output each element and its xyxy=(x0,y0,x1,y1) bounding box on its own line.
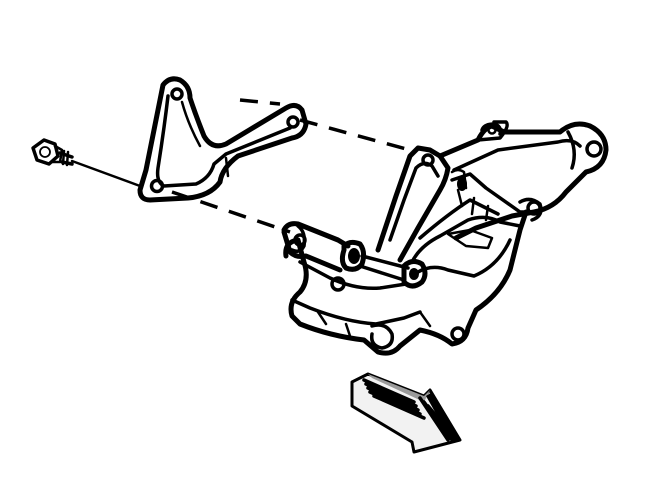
base-lower-boss xyxy=(369,323,395,350)
bracket-outline xyxy=(137,76,309,203)
arrow-shade-band xyxy=(368,374,430,402)
upper-casting-inner xyxy=(452,138,582,172)
tab-detail-left xyxy=(450,168,468,190)
alignment-line-lower xyxy=(171,190,291,234)
bracket-rib xyxy=(180,100,230,178)
bolt-head-face xyxy=(39,146,51,158)
bolt-centerline xyxy=(70,159,142,188)
bracket-base-outline xyxy=(283,209,529,356)
arrow-solid-tip xyxy=(426,392,460,442)
upper-casting-top-edge xyxy=(476,120,509,142)
bracket-lower-hole xyxy=(149,178,165,194)
small-nut xyxy=(457,177,467,191)
center-boss-face xyxy=(348,248,360,264)
vertical-arm xyxy=(375,145,451,263)
front-sleeve-end xyxy=(290,224,307,254)
cross-tube-lower xyxy=(416,238,512,278)
inner-web xyxy=(446,228,494,250)
bolt-thread xyxy=(61,149,70,167)
bracket-base-top-edge xyxy=(298,260,408,291)
front-direction-arrow-icon xyxy=(350,372,462,454)
bracket-upper-hole xyxy=(170,87,184,101)
front-bracket xyxy=(137,76,309,203)
right-boss-face xyxy=(409,268,419,280)
bolt-icon xyxy=(31,138,142,188)
web-detail xyxy=(456,188,490,222)
upper-lug xyxy=(480,122,503,136)
top-right-boss-edge xyxy=(566,130,576,170)
center-pin xyxy=(358,254,410,282)
diagonal-brace-lower xyxy=(418,198,500,240)
front-sleeve xyxy=(281,221,351,273)
alignment-line-upper-right xyxy=(299,118,411,152)
right-link-pin xyxy=(518,197,543,222)
bolt-head xyxy=(31,138,60,166)
bolt-washer xyxy=(50,144,64,164)
bracket-base-lower-detail xyxy=(316,310,432,338)
cross-tube-upper xyxy=(410,215,522,264)
vertical-arm-hole xyxy=(421,153,435,167)
alignment-lines xyxy=(171,98,411,234)
upper-lug-hole xyxy=(487,125,497,135)
base-right-hole xyxy=(450,326,466,342)
bracket-right-hole xyxy=(286,115,300,129)
alignment-line-upper-left xyxy=(239,98,281,106)
arrow-hatch xyxy=(362,378,458,442)
bracket-base-front-face xyxy=(290,298,422,326)
front-sleeve-bore xyxy=(293,233,307,247)
top-right-hole xyxy=(585,140,603,158)
center-boss xyxy=(339,239,367,272)
base-left-hole xyxy=(330,276,346,292)
main-mounting-bracket xyxy=(281,120,609,356)
